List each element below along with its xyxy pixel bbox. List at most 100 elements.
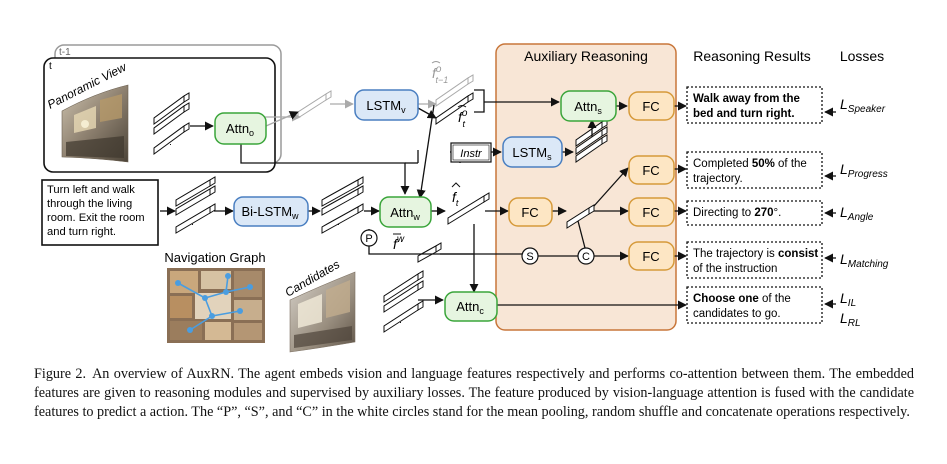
bilstm-w-label: Bi-LSTM <box>241 204 292 219</box>
result-text-part: of the <box>775 158 807 170</box>
loss-rl: LRL <box>840 310 861 329</box>
f-prev-sup: o <box>436 64 442 75</box>
attn-o-sub: o <box>249 128 254 138</box>
f-w-symbol: fw <box>393 234 405 252</box>
feature-vector <box>153 92 190 125</box>
svg-text:Attnw: Attnw <box>390 205 420 222</box>
result-text-part: The trajectory is <box>693 248 778 260</box>
fc-progress: FC <box>628 155 675 185</box>
loss-progress: LProgress <box>840 161 888 180</box>
bilstm-w-module: Bi-LSTMw <box>233 196 309 227</box>
feature-vector <box>435 92 474 125</box>
f-t-symbol: ft <box>452 189 459 208</box>
navigation-graph-label: Navigation Graph <box>164 250 265 265</box>
loss-sub: IL <box>848 298 856 309</box>
result-box <box>686 286 823 324</box>
f-t-sub: t <box>456 198 459 208</box>
svg-text:LSTMv: LSTMv <box>366 98 406 115</box>
result-text-part: of the <box>759 293 791 305</box>
concat-op-circle: C <box>577 247 595 265</box>
fc-angle: FC <box>628 197 675 227</box>
lstm-v-label: LSTM <box>366 98 401 113</box>
result-box <box>686 200 823 226</box>
cropped-next-line <box>34 450 914 464</box>
loss-main: L <box>840 290 848 306</box>
feature-vector <box>321 185 364 216</box>
instruction-line: room. Exit the room <box>47 212 145 224</box>
f-obs-sub: t <box>462 119 465 129</box>
feature-vector <box>435 74 474 107</box>
result-text-part: 50% <box>752 158 775 170</box>
loss-speaker: LSpeaker <box>840 96 886 115</box>
loss-action: LIL <box>840 290 856 309</box>
feature-vector <box>447 192 490 225</box>
attn-c-sub: c <box>479 306 484 316</box>
result-text: Choose one of the candidates to go. <box>693 293 791 320</box>
loss-sub: RL <box>848 318 861 329</box>
result-box <box>686 151 823 189</box>
svg-text:Attns: Attns <box>574 99 602 116</box>
attn-w-sub: w <box>412 212 420 222</box>
fc-label: FC <box>642 163 659 178</box>
loss-sub: Angle <box>847 212 874 223</box>
instr-box: Instr <box>450 142 492 163</box>
frame-current-label: t <box>49 61 52 72</box>
svg-text:Bi-LSTMw: Bi-LSTMw <box>241 204 299 221</box>
loss-sub: Matching <box>848 259 889 270</box>
lstm-v-sub: v <box>401 105 406 115</box>
feature-vector <box>175 185 216 216</box>
attn-o-label: Attn <box>226 121 249 136</box>
result-text-part: candidates to go. <box>693 308 781 320</box>
pool-op-label: P <box>365 233 372 245</box>
frame-prev-label: t-1 <box>59 47 71 58</box>
auxiliary-reasoning-panel <box>495 43 677 331</box>
instruction-line: Turn left and walk <box>47 184 135 196</box>
f-obs-sup: o <box>462 108 468 119</box>
attn-w-label: Attn <box>390 205 413 220</box>
result-text: Directing to 270°. <box>693 207 781 219</box>
auxrn-overview-diagram: Auxiliary Reasoning Reasoning Results Lo… <box>41 43 889 353</box>
caption-label: Figure 2. <box>34 366 87 382</box>
lstm-s-sub: s <box>547 152 552 162</box>
feature-vector <box>575 126 608 155</box>
feature-stacks: ⋮⋮⋮⋮ <box>153 74 608 333</box>
result-box <box>686 241 823 279</box>
f-prev-sub: t−1 <box>435 75 448 85</box>
loss-main: L <box>840 204 848 220</box>
attn-c-module: Attnc <box>444 291 498 322</box>
lstm-v-module: LSTMv <box>354 89 419 121</box>
candidates-image <box>289 271 356 353</box>
losses-header: Losses <box>840 48 884 64</box>
attn-o-module: Attno <box>214 112 267 145</box>
fc-label: FC <box>642 249 659 264</box>
feature-vector <box>383 270 424 303</box>
shuffle-op-circle: S <box>521 247 539 265</box>
svg-text:Attno: Attno <box>226 121 254 138</box>
result-angle: Directing to 270°. LAngle <box>686 200 874 226</box>
panel-title: Auxiliary Reasoning <box>524 48 648 64</box>
result-text-part: bed and turn right. <box>693 108 795 120</box>
result-text-part: Choose one <box>693 293 759 305</box>
loss-sub: Progress <box>848 169 888 180</box>
result-text-part: of the instruction <box>693 263 777 275</box>
loss-main: L <box>840 161 848 177</box>
svg-text:Attnc: Attnc <box>456 299 484 316</box>
attn-s-label: Attn <box>574 99 597 114</box>
instruction-line: and turn right. <box>47 226 116 238</box>
feature-vector <box>575 134 608 163</box>
results-header: Reasoning Results <box>693 48 811 64</box>
shuffle-op-label: S <box>526 251 533 263</box>
loss-matching: LMatching <box>840 251 889 270</box>
concat-op-label: C <box>582 251 590 263</box>
result-box <box>686 86 823 124</box>
connections <box>160 89 836 310</box>
